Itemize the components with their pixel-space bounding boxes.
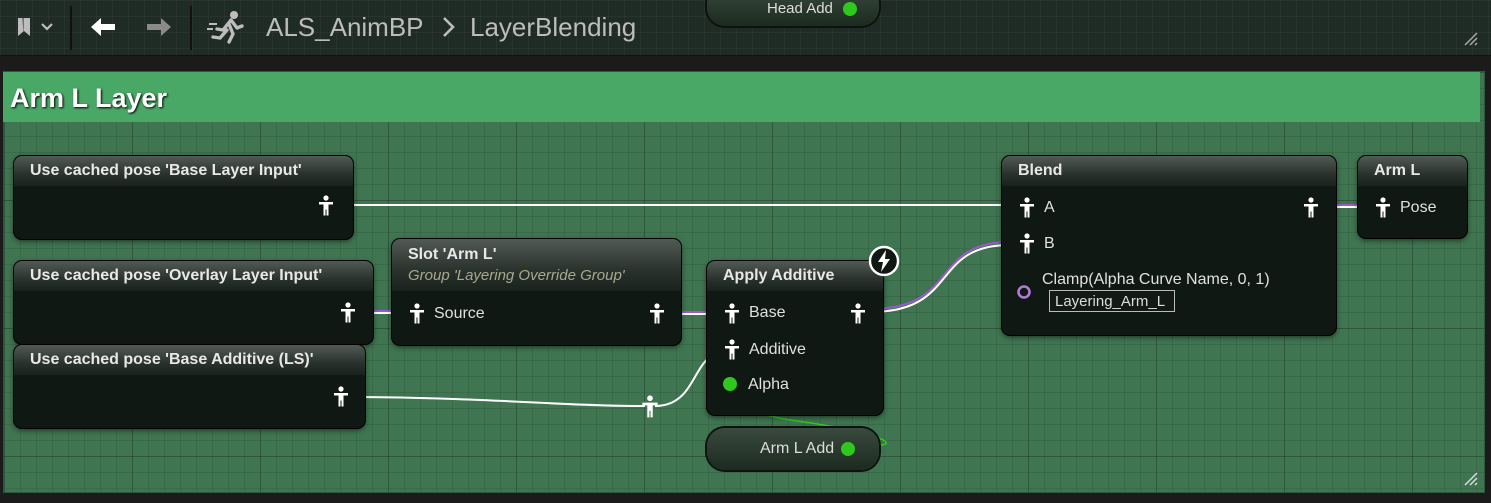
pin-additive-label: Additive xyxy=(749,341,806,358)
resize-grip-icon[interactable] xyxy=(1462,470,1478,486)
pose-pin-icon[interactable] xyxy=(849,303,867,325)
comment-header[interactable] xyxy=(3,72,1480,122)
running-man-icon xyxy=(207,11,244,44)
head-add-node[interactable]: Head Add xyxy=(707,0,879,26)
pose-pin-icon[interactable] xyxy=(1018,233,1036,255)
lightning-icon xyxy=(868,245,900,277)
graph-breadcrumb-bar: ALS_AnimBP LayerBlending Head Add xyxy=(0,0,1491,56)
pose-pin-icon[interactable] xyxy=(648,303,666,325)
reroute-pose-pin-icon[interactable] xyxy=(640,395,660,419)
breadcrumb-current[interactable]: LayerBlending xyxy=(470,12,637,42)
float-pin-icon[interactable] xyxy=(843,2,857,16)
clamp-label: Clamp(Alpha Curve Name, 0, 1) xyxy=(1042,271,1270,288)
pose-pin-icon[interactable] xyxy=(1302,197,1320,219)
forward-button[interactable] xyxy=(142,10,178,44)
pin-a-label: A xyxy=(1044,199,1055,216)
breadcrumb-root[interactable]: ALS_AnimBP xyxy=(266,12,424,42)
bookmark-dropdown[interactable] xyxy=(8,10,60,44)
apply-additive-node[interactable]: Apply Additive Base Additive Alpha xyxy=(707,261,883,415)
pose-pin-icon[interactable] xyxy=(723,339,741,361)
pose-pin-icon[interactable] xyxy=(723,303,741,325)
pose-pin-icon[interactable] xyxy=(332,386,350,408)
arm-l-output-node[interactable]: Arm L Pose xyxy=(1358,156,1467,238)
chevron-right-icon xyxy=(443,17,455,37)
name-pin-icon[interactable] xyxy=(1016,284,1034,300)
comment-title: Arm L Layer xyxy=(10,83,168,113)
node-title: Arm L xyxy=(1358,156,1467,186)
pin-pose-label: Pose xyxy=(1400,199,1437,216)
node-title: Apply Additive xyxy=(707,261,883,291)
back-arrow-icon xyxy=(91,18,115,36)
node-subtitle: Group 'Layering Override Group' xyxy=(408,267,625,284)
float-pin-icon[interactable] xyxy=(723,377,737,391)
cached-pose-base-additive-node[interactable]: Use cached pose 'Base Additive (LS)' xyxy=(14,345,365,428)
pose-pin-icon[interactable] xyxy=(339,302,357,324)
resize-grip-icon[interactable] xyxy=(1462,30,1478,46)
pose-pin-icon[interactable] xyxy=(408,303,426,325)
cached-pose-base-layer-node[interactable]: Use cached pose 'Base Layer Input' xyxy=(14,156,353,239)
chevron-down-icon xyxy=(41,23,53,31)
slot-node[interactable]: Slot 'Arm L' Group 'Layering Override Gr… xyxy=(392,239,681,345)
pin-base-label: Base xyxy=(749,304,786,321)
pin-alpha-label: Alpha xyxy=(748,376,789,393)
pose-pin-icon[interactable] xyxy=(1374,197,1392,219)
cached-pose-overlay-layer-node[interactable]: Use cached pose 'Overlay Layer Input' xyxy=(14,261,373,344)
back-button[interactable] xyxy=(84,10,120,44)
node-title: Blend xyxy=(1002,156,1336,186)
node-header: Slot 'Arm L' Group 'Layering Override Gr… xyxy=(392,239,681,291)
arm-l-add-label: Arm L Add xyxy=(760,440,835,457)
pose-pin-icon[interactable] xyxy=(317,195,335,217)
node-title: Slot 'Arm L' xyxy=(408,246,497,263)
pin-source-label: Source xyxy=(434,305,485,322)
arm-l-add-node[interactable]: Arm L Add xyxy=(707,428,879,470)
pin-b-label: B xyxy=(1044,235,1055,252)
float-pin-icon[interactable] xyxy=(841,442,855,456)
node-title: Use cached pose 'Base Additive (LS)' xyxy=(14,345,365,375)
alpha-curve-name-input[interactable]: Layering_Arm_L xyxy=(1049,290,1175,312)
node-title: Use cached pose 'Overlay Layer Input' xyxy=(14,261,373,291)
pose-pin-icon[interactable] xyxy=(1018,197,1036,219)
node-title: Use cached pose 'Base Layer Input' xyxy=(14,156,353,186)
head-add-label: Head Add xyxy=(767,0,833,17)
bookmark-icon xyxy=(18,18,53,36)
anim-graph-icon-button xyxy=(206,10,248,44)
forward-arrow-icon xyxy=(147,18,171,36)
